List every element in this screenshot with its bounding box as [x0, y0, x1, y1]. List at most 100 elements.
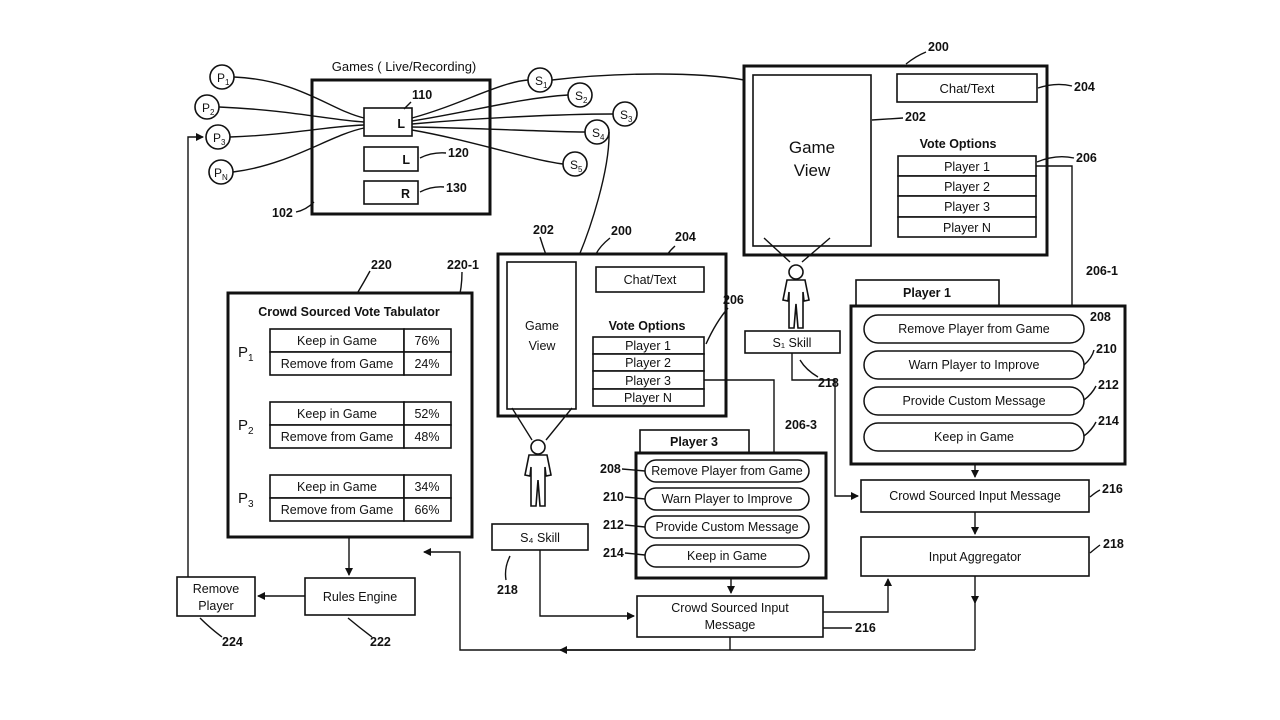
vote-option-mid: Player 1	[625, 339, 671, 353]
ref-202-main: 202	[905, 110, 926, 124]
action-label: Keep in Game	[687, 549, 767, 563]
vote-options-mid: Player 1 Player 2 Player 3 Player N	[592, 336, 705, 407]
svg-text:PN: PN	[214, 166, 228, 182]
stream-letter-120: L	[402, 153, 410, 167]
vote-option-mid: Player 3	[625, 374, 671, 388]
tabulator-player-label: P2	[238, 417, 254, 437]
action-keep-in-game[interactable]	[644, 544, 810, 568]
game-view-main-line1: Game	[789, 138, 835, 157]
game-view-mid-line2: View	[529, 339, 557, 353]
chat-box-mid	[595, 266, 705, 293]
s4-skill-label: S₄ Skill	[520, 531, 560, 545]
tabulator-row-label: Remove from Game	[281, 357, 394, 371]
tabulator-row-pct: 66%	[414, 503, 439, 517]
ref-206-mid: 206	[723, 293, 744, 307]
connectors	[187, 133, 979, 654]
action-label: Provide Custom Message	[902, 394, 1045, 408]
vote-option-main: Player 2	[944, 180, 990, 194]
player3-panel: Player 3 206-3 Remove Player from Game W…	[600, 379, 828, 580]
player-circle-pn: PN	[208, 159, 234, 185]
game-view-mid-line1: Game	[525, 319, 559, 333]
tabulator-row-label: Keep in Game	[297, 480, 377, 494]
spectator-circle-s4: S4	[584, 119, 610, 145]
ref-212-p3: 212	[603, 518, 624, 532]
svg-text:S2: S2	[575, 89, 588, 105]
action-remove-player[interactable]	[863, 314, 1085, 344]
s1-skill-label: S₁ Skill	[773, 336, 812, 350]
tabulator-player-label: P3	[238, 490, 254, 510]
tabulator-p3: P3 Keep in Game 34% Remove from Game 66%	[238, 474, 452, 522]
action-label: Warn Player to Improve	[662, 492, 793, 506]
ref-218-s4: 218	[497, 583, 518, 597]
vote-option-main: Player N	[943, 221, 991, 235]
ref-218-s1: 218	[818, 376, 839, 390]
action-label: Warn Player to Improve	[909, 358, 1040, 372]
ref-214-p1: 214	[1098, 414, 1119, 428]
ref-206-3: 206-3	[785, 418, 817, 432]
action-label: Remove Player from Game	[898, 322, 1049, 336]
ref-102: 102	[272, 206, 293, 220]
ref-120: 120	[448, 146, 469, 160]
ref-206-1: 206-1	[1086, 264, 1118, 278]
tabulator-row-label: Remove from Game	[281, 430, 394, 444]
vote-option-main: Player 1	[944, 160, 990, 174]
chat-label-mid: Chat/Text	[624, 273, 677, 287]
vote-tabulator: 220 220-1 Crowd Sourced Vote Tabulator P…	[226, 258, 479, 539]
ref-204-main: 204	[1074, 80, 1095, 94]
ref-208-p3: 208	[600, 462, 621, 476]
action-label: Remove Player from Game	[651, 464, 802, 478]
tabulator-title: Crowd Sourced Vote Tabulator	[258, 305, 440, 319]
chat-box-main	[896, 73, 1038, 103]
action-custom-message[interactable]	[863, 386, 1085, 416]
remove-player: Remove Player 224	[176, 576, 256, 649]
svg-text:S5: S5	[570, 158, 583, 174]
ref-200-main: 200	[928, 40, 949, 54]
games-title: Games ( Live/Recording)	[332, 59, 477, 74]
input-aggregator: Input Aggregator 218	[860, 536, 1124, 577]
game-view-main-line2: View	[794, 161, 831, 180]
action-label: Keep in Game	[934, 430, 1014, 444]
ref-220: 220	[371, 258, 392, 272]
ui-200-main: 200 Game View 202 Chat/Text 204 Vote Opt…	[742, 40, 1097, 257]
crowd-msg-right-label: Crowd Sourced Input Message	[889, 489, 1061, 503]
ref-200-mid: 200	[611, 224, 632, 238]
spectator-circle-s1: S1	[527, 67, 553, 93]
ref-220-1: 220-1	[447, 258, 479, 272]
ref-130: 130	[446, 181, 467, 195]
action-label: Provide Custom Message	[655, 520, 798, 534]
svg-text:S1: S1	[535, 74, 548, 90]
tabulator-p1: P1 Keep in Game 76% Remove from Game 24%	[238, 328, 452, 376]
ref-222: 222	[370, 635, 391, 649]
player-circle-p1: P1	[209, 64, 235, 90]
ref-110: 110	[412, 88, 432, 102]
stream-letter-130: R	[401, 187, 410, 201]
remove-player-line1: Remove	[193, 582, 240, 596]
game-view-mid	[506, 261, 577, 410]
tabulator-row-label: Remove from Game	[281, 503, 394, 517]
rules-engine-label: Rules Engine	[323, 590, 397, 604]
action-keep-in-game[interactable]	[863, 422, 1085, 452]
spectator-circle-s5: S5	[562, 151, 588, 177]
ref-204-mid: 204	[675, 230, 696, 244]
stream-box-110	[363, 107, 413, 137]
remove-player-line2: Player	[198, 599, 233, 613]
svg-text:P2: P2	[202, 101, 215, 117]
crowd-msg-bottom: Crowd Sourced Input Message 216	[636, 595, 876, 638]
ref-212-p1: 212	[1098, 378, 1119, 392]
tabulator-row-pct: 24%	[414, 357, 439, 371]
input-aggregator-label: Input Aggregator	[929, 550, 1021, 564]
tabulator-player-label: P1	[238, 344, 254, 364]
spectator-circle-s2: S2	[567, 82, 593, 108]
stream-box-120	[363, 146, 419, 172]
vote-option-mid: Player N	[624, 391, 672, 405]
ref-210-p3: 210	[603, 490, 624, 504]
crowd-msg-bottom-line2: Message	[705, 618, 756, 632]
tabulator-row-pct: 34%	[414, 480, 439, 494]
ref-208-p1: 208	[1090, 310, 1111, 324]
viewer-figure-s4	[511, 407, 573, 507]
player-circle-p2: P2	[194, 94, 220, 120]
ref-218-aggregator: 218	[1103, 537, 1124, 551]
player1-tab	[855, 279, 1000, 307]
chat-label-main: Chat/Text	[940, 81, 995, 96]
player1-tab-label: Player 1	[903, 286, 951, 300]
